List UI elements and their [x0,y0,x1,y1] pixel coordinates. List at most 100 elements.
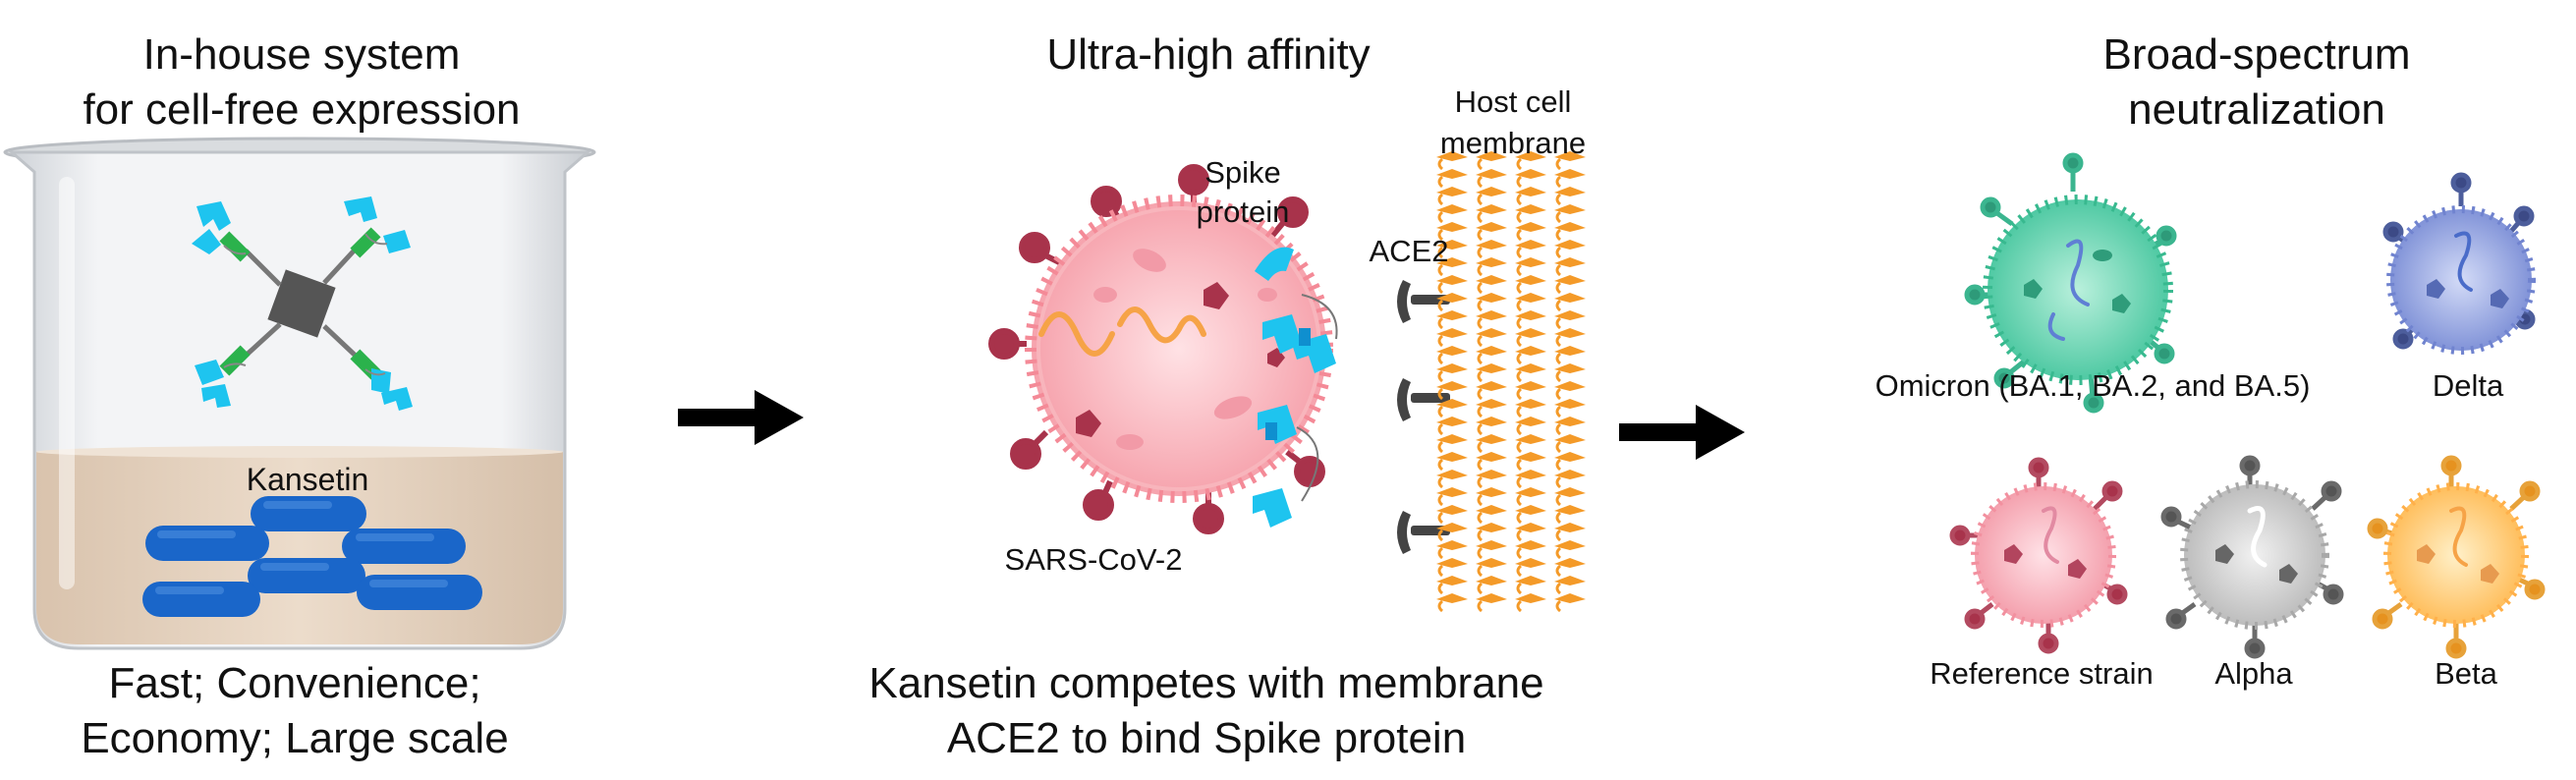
membrane-lipid [1476,558,1507,568]
membrane-lipid-tail [1477,281,1484,295]
membrane-lipid [1515,328,1546,338]
arrow-left-to-middle [678,390,804,445]
variant-label-delta: Delta [2432,368,2504,403]
membrane-lipid-tail [1516,582,1523,595]
membrane-lipid-tail [1437,352,1444,365]
host-cell-membrane [1436,151,1586,613]
membrane-lipid-tail [1555,369,1562,383]
membrane-lipid-tail [1516,511,1523,525]
membrane-lipid-tail [1555,157,1562,171]
membrane-lipid [1515,576,1546,585]
membrane-lipid [1554,204,1586,214]
membrane-lipid [1436,505,1468,515]
membrane-lipid [1436,417,1468,426]
membrane-lipid [1436,540,1468,550]
membrane-lipid [1436,151,1468,161]
membrane-lipid [1436,257,1468,267]
membrane-lipid [1476,310,1507,320]
variant-alpha [2160,455,2344,659]
membrane-lipid [1476,363,1507,373]
ace2-label: ACE2 [1369,234,1449,268]
membrane-lipid-tail [1555,334,1562,348]
membrane-lipid-tail [1437,210,1444,224]
membrane-lipid-tail [1477,193,1484,206]
membrane-lipid [1436,328,1468,338]
membrane-lipid-tail [1555,210,1562,224]
membrane-lipid-tail [1516,228,1523,242]
membrane-lipid [1515,169,1546,179]
membrane-lipid-tail [1516,493,1523,507]
membrane-lipid [1515,346,1546,356]
kansetin-pellets [142,496,482,617]
membrane-lipid-tail [1477,299,1484,312]
membrane-lipid-tail [1477,210,1484,224]
membrane-lipid [1436,381,1468,391]
variant-label-beta: Beta [2435,656,2497,691]
membrane-lipid-tail [1437,157,1444,171]
membrane-lipid [1554,434,1586,444]
membrane-lipid-tail [1437,263,1444,277]
membrane-lipid-tail [1555,440,1562,454]
membrane-lipid-tail [1555,458,1562,472]
membrane-lipid-tail [1437,316,1444,330]
membrane-lipid [1436,169,1468,179]
membrane-lipid [1554,540,1586,550]
membrane-lipid-tail [1477,546,1484,560]
membrane-lipid-tail [1437,511,1444,525]
membrane-lipid-tail [1555,493,1562,507]
membrane-lipid [1436,593,1468,603]
membrane-lipid [1554,257,1586,267]
membrane-lipid-tail [1437,422,1444,436]
membrane-lipid [1476,275,1507,285]
membrane-lipid [1476,381,1507,391]
sars-cov-2-label: SARS-CoV-2 [1004,542,1183,577]
membrane-lipid-tail [1437,529,1444,542]
membrane-lipid [1554,505,1586,515]
membrane-lipid-tail [1437,405,1444,418]
membrane-lipid-tail [1555,422,1562,436]
membrane-lipid-tail [1516,299,1523,312]
membrane-lipid-tail [1555,511,1562,525]
membrane-lipid [1476,593,1507,603]
membrane-lipid-tail [1437,281,1444,295]
membrane-lipid-tail [1516,564,1523,578]
membrane-lipid [1554,363,1586,373]
membrane-lipid [1515,222,1546,232]
membrane-lipid [1554,399,1586,409]
membrane-lipid [1436,470,1468,479]
membrane-lipid-tail [1477,246,1484,259]
membrane-lipid-tail [1555,316,1562,330]
membrane-lipid [1515,293,1546,303]
membrane-lipid [1554,558,1586,568]
membrane-lipid-tail [1555,405,1562,418]
membrane-lipid [1515,470,1546,479]
membrane-lipid [1436,452,1468,462]
membrane-lipid [1436,487,1468,497]
membrane-lipid [1476,151,1507,161]
membrane-lipid [1554,417,1586,426]
membrane-lipid-tail [1477,458,1484,472]
membrane-lipid [1515,240,1546,250]
membrane-lipid [1515,505,1546,515]
membrane-lipid-tail [1516,263,1523,277]
tetravalent-binder [192,196,413,411]
membrane-lipid-tail [1516,334,1523,348]
membrane-lipid [1476,257,1507,267]
membrane-lipid [1515,204,1546,214]
membrane-lipid-tail [1477,352,1484,365]
variant-label-alpha: Alpha [2214,656,2293,691]
membrane-lipid-tail [1437,599,1444,613]
spike-label-line2: protein [1196,195,1290,229]
membrane-lipid-tail [1477,157,1484,171]
membrane-lipid-tail [1437,458,1444,472]
membrane-lipid [1436,222,1468,232]
variant-beta [2367,455,2546,659]
membrane-lipid [1515,381,1546,391]
membrane-lipid [1515,523,1546,532]
membrane-lipid [1554,187,1586,196]
membrane-lipid-tail [1516,352,1523,365]
membrane-lipid [1436,293,1468,303]
membrane-lipid [1436,310,1468,320]
membrane-lipid-tail [1477,493,1484,507]
membrane-lipid [1476,293,1507,303]
